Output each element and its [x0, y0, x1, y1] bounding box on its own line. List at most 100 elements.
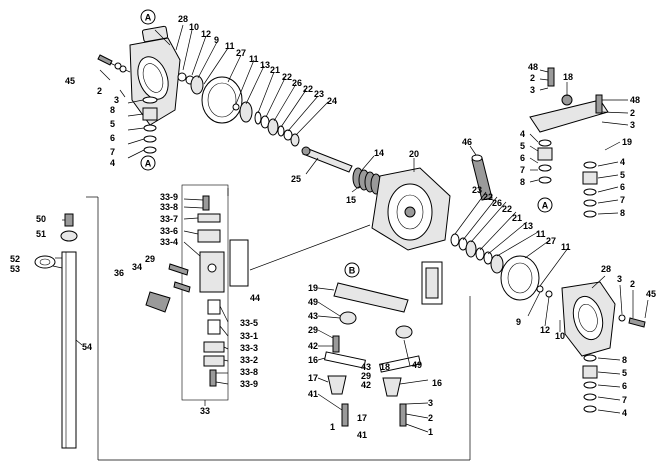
callout-2: 2	[630, 279, 635, 289]
callout-7: 7	[620, 195, 625, 205]
callout-7: 7	[520, 165, 525, 175]
callout-11: 11	[561, 242, 571, 252]
callout-18: 18	[563, 72, 573, 82]
callout-22: 22	[303, 84, 313, 94]
callout-2: 2	[97, 86, 102, 96]
callout-10: 10	[555, 331, 565, 341]
callout-2: 2	[630, 108, 635, 118]
callout-33-6: 33-6	[160, 226, 178, 236]
callout-9: 9	[214, 35, 219, 45]
callout-3: 3	[114, 95, 119, 105]
callout-26: 26	[292, 78, 302, 88]
callout-26: 26	[492, 198, 502, 208]
callout-42: 42	[308, 341, 318, 351]
callout-41: 41	[308, 389, 318, 399]
bottom-manifold-assembly	[324, 282, 421, 427]
callout-1: 1	[428, 427, 433, 437]
callout-7: 7	[110, 147, 115, 157]
callout-6: 6	[520, 153, 525, 163]
callout-15: 15	[346, 195, 356, 205]
leader-lines	[52, 24, 649, 461]
callout-5: 5	[110, 119, 115, 129]
callout-27: 27	[546, 236, 556, 246]
callout-53: 53	[10, 264, 20, 274]
callout-25: 25	[291, 174, 301, 184]
callout-29: 29	[308, 325, 318, 335]
callout-29: 29	[145, 254, 155, 264]
callout-36: 36	[114, 268, 124, 278]
callout-23: 23	[472, 185, 482, 195]
callout-5: 5	[622, 368, 627, 378]
callout-16: 16	[432, 378, 442, 388]
callout-33: 33	[200, 406, 210, 416]
callout-49: 49	[412, 360, 422, 370]
exhaust-pipe-assembly	[34, 213, 78, 449]
callout-12: 12	[201, 29, 211, 39]
callout-50: 50	[36, 214, 46, 224]
callout-3: 3	[428, 398, 433, 408]
callout-33-9: 33-9	[160, 192, 178, 202]
callout-27: 27	[236, 48, 246, 58]
marker-a-left: A	[145, 159, 152, 169]
callout-6: 6	[110, 133, 115, 143]
callout-33-9: 33-9	[240, 379, 258, 389]
callout-11: 11	[536, 229, 546, 239]
callout-16: 16	[308, 355, 318, 365]
callout-33-4: 33-4	[160, 237, 178, 247]
callout-17: 17	[308, 373, 318, 383]
callout-11: 11	[249, 54, 259, 64]
left-chamber-assembly	[97, 25, 493, 251]
callout-44: 44	[250, 293, 260, 303]
callout-22: 22	[502, 204, 512, 214]
callout-24: 24	[327, 96, 337, 106]
callout-10: 10	[189, 22, 199, 32]
callout-13: 13	[260, 60, 270, 70]
marker-b-center: B	[349, 266, 356, 276]
callout-4: 4	[110, 158, 115, 168]
callout-42: 42	[361, 380, 371, 390]
callout-34: 34	[132, 262, 142, 272]
callout-2: 2	[530, 73, 535, 83]
marker-a-top: A	[145, 13, 152, 23]
callout-5: 5	[620, 170, 625, 180]
callout-12: 12	[540, 325, 550, 335]
callout-33-2: 33-2	[240, 355, 258, 365]
callout-43: 43	[361, 362, 371, 372]
callout-4: 4	[620, 157, 625, 167]
callout-21: 21	[270, 65, 280, 75]
callout-4: 4	[520, 129, 525, 139]
callout-3: 3	[630, 120, 635, 130]
callout-2: 2	[428, 413, 433, 423]
callout-18: 18	[380, 362, 390, 372]
callout-33-7: 33-7	[160, 214, 178, 224]
callout-22: 22	[282, 72, 292, 82]
callout-41: 41	[357, 430, 367, 440]
callout-20: 20	[409, 149, 419, 159]
callout-13: 13	[523, 221, 533, 231]
callout-21: 21	[512, 213, 522, 223]
callout-1: 1	[330, 422, 335, 432]
callout-48: 48	[528, 62, 538, 72]
callout-19: 19	[622, 137, 632, 147]
callout-17: 17	[357, 413, 367, 423]
callout-23: 23	[314, 89, 324, 99]
top-manifold-assembly	[529, 67, 609, 218]
callout-51: 51	[36, 229, 46, 239]
callout-5: 5	[520, 141, 525, 151]
callout-4: 4	[622, 408, 627, 418]
callout-54: 54	[82, 342, 92, 352]
part-callouts: 45 2 3 8 5 6 7 4 28 10 12 9 11 27 11 13 …	[10, 14, 656, 440]
callout-33-3: 33-3	[240, 343, 258, 353]
callout-48: 48	[630, 95, 640, 105]
callout-11: 11	[225, 41, 235, 51]
callout-33-8: 33-8	[240, 367, 258, 377]
callout-45: 45	[65, 76, 75, 86]
callout-6: 6	[620, 182, 625, 192]
callout-33-8: 33-8	[160, 202, 178, 212]
callout-43: 43	[308, 311, 318, 321]
callout-33-1: 33-1	[240, 331, 258, 341]
marker-a-right: A	[542, 201, 549, 211]
callout-8: 8	[520, 177, 525, 187]
right-diaphragm-assembly	[421, 233, 646, 413]
